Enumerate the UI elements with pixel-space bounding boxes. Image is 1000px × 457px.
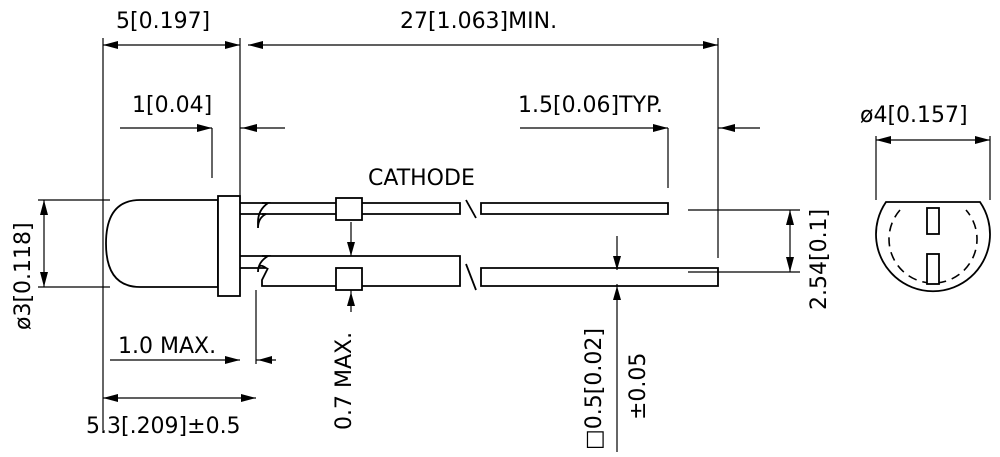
label-stub: 0.7 MAX.: [332, 332, 357, 430]
end-view-lens-dashed: [888, 209, 978, 284]
labels: 5[0.197] 27[1.063]MIN. 1[0.04] 1.5[0.06]…: [11, 9, 968, 450]
label-body-diameter-front: ø3[0.118]: [11, 222, 36, 330]
label-protrusion: 1.0 MAX.: [118, 334, 216, 359]
label-flange-thickness: 1[0.04]: [132, 93, 212, 118]
label-lead-tol: ±0.05: [626, 353, 651, 420]
anode-stub: [335, 267, 363, 291]
led-lens: [105, 199, 219, 288]
label-body-diameter-end: ø4[0.157]: [860, 103, 968, 128]
label-body-length: 5[0.197]: [116, 9, 210, 34]
label-lead-spacing-tol: 1.5[0.06]TYP.: [518, 93, 663, 118]
end-view-cathode-pad: [926, 207, 940, 235]
label-overall-body: 5.3[.209]±0.5: [86, 414, 241, 439]
dimension-arrows: [40, 41, 990, 452]
extension-lines: [38, 38, 991, 430]
label-pitch: 2.54[0.1]: [807, 209, 832, 310]
label-lead-length: 27[1.063]MIN.: [400, 9, 557, 34]
end-view-anode-pad: [926, 253, 940, 285]
cathode-stub: [335, 197, 363, 221]
cathode-lead-bend: [240, 202, 271, 229]
led-flange: [217, 195, 241, 297]
anode-lead-bend: [240, 255, 272, 273]
label-cathode: CATHODE: [368, 166, 475, 191]
end-view-outline: [875, 201, 991, 293]
led-end-view: [875, 201, 991, 293]
label-lead-square: □0.5[0.02]: [582, 328, 607, 450]
led-side-view: [105, 195, 719, 297]
